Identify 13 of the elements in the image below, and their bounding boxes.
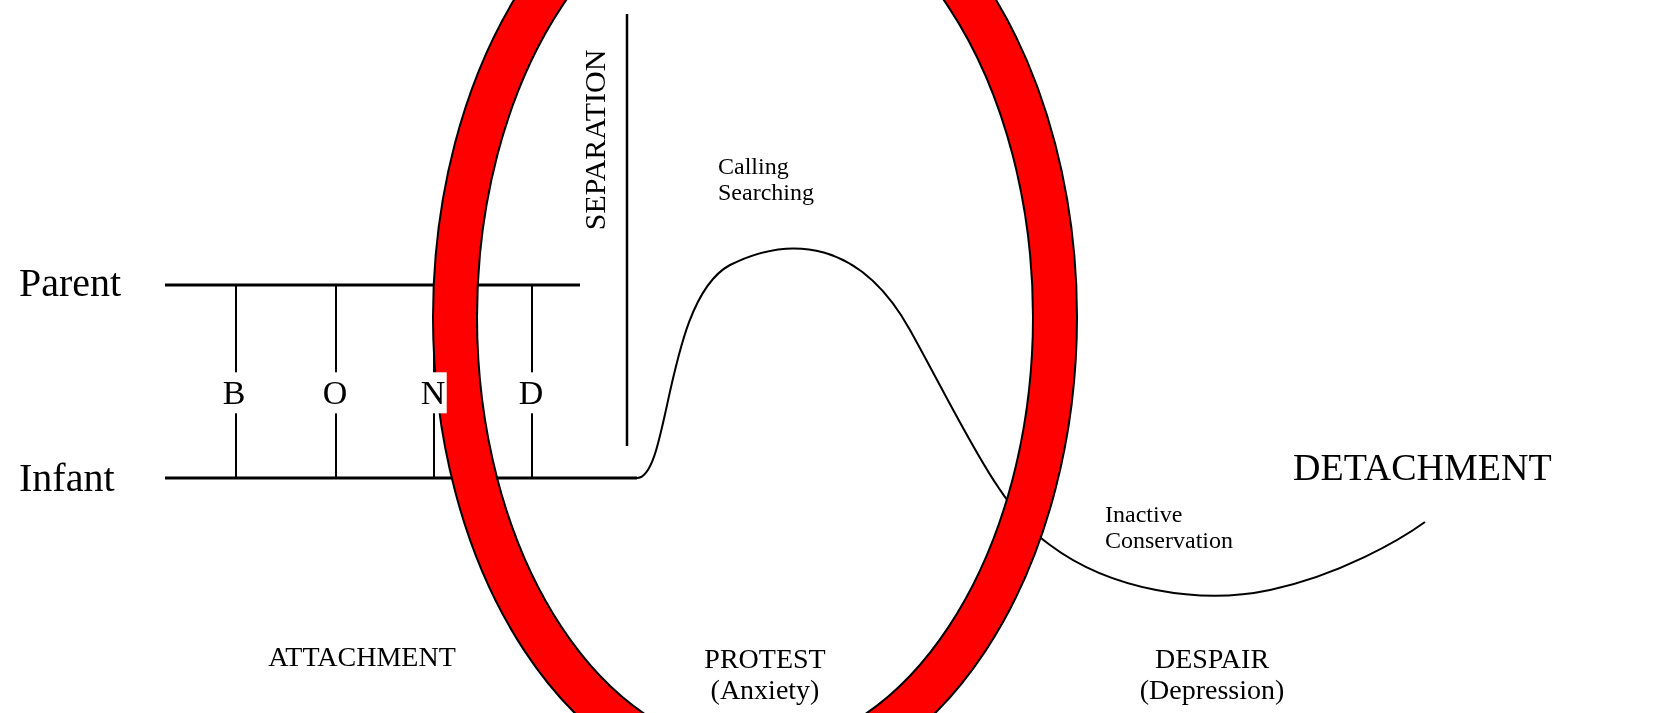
- annotation-text: Inactive Conservation: [1105, 501, 1234, 554]
- stage-title: DETACHMENT: [1293, 447, 1552, 489]
- letter-label: N: [419, 372, 447, 414]
- vertical-label: SEPARATION: [577, 49, 611, 231]
- stage-label: PROTEST (Anxiety): [703, 644, 827, 706]
- row-label: Parent: [19, 261, 122, 305]
- letter-label: B: [221, 372, 247, 414]
- letter-label: O: [321, 372, 349, 414]
- letter-label: D: [517, 372, 545, 414]
- stage-label: DESPAIR (Depression): [1138, 644, 1286, 706]
- annotation-text: Calling Searching: [718, 153, 815, 206]
- stage-label: ATTACHMENT: [268, 641, 456, 673]
- row-label: Infant: [19, 456, 115, 500]
